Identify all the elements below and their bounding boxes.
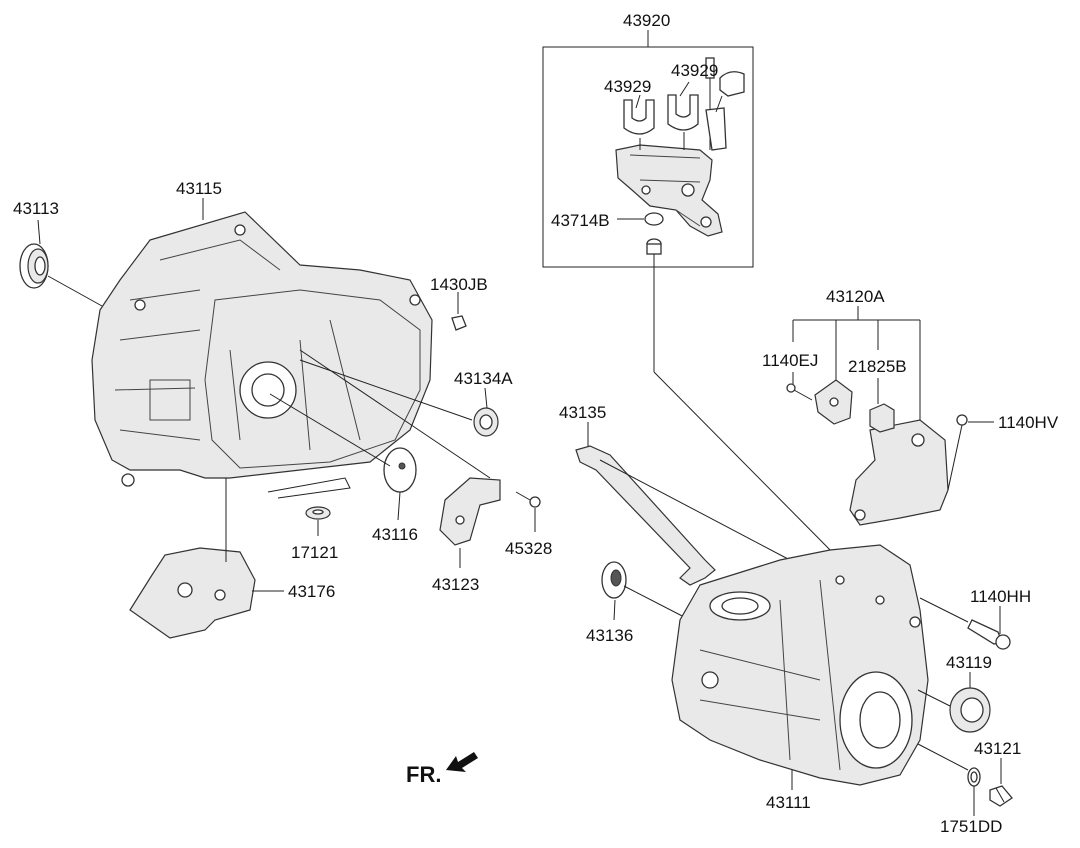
label-43135: 43135	[559, 403, 606, 422]
part-plate-43116	[383, 447, 417, 493]
part-labels: 43920 43929 43929 43714B 43115 43113 143…	[13, 11, 1059, 836]
label-43121: 43121	[974, 739, 1021, 758]
label-43134A: 43134A	[454, 369, 513, 388]
label-43176: 43176	[288, 582, 335, 601]
label-43113: 43113	[13, 199, 59, 218]
label-17121: 17121	[291, 543, 338, 562]
part-bolt-1140HH	[967, 619, 1011, 650]
part-transmission-case-43111	[671, 544, 929, 786]
label-1751DD: 1751DD	[940, 817, 1002, 836]
part-seal-43119	[949, 687, 991, 733]
label-43111: 43111	[766, 793, 811, 812]
bracket-leader-43120A	[792, 306, 921, 420]
part-bolt-1140EJ	[786, 383, 813, 401]
label-43929-upper: 43929	[671, 61, 718, 80]
label-43120A: 43120A	[826, 287, 885, 306]
part-seal-43136	[601, 561, 627, 599]
part-damper-plate	[814, 379, 853, 425]
inset-box-43920	[542, 30, 754, 268]
label-1140HH: 1140HH	[970, 587, 1031, 606]
part-cover-43123	[439, 477, 501, 546]
label-21825B: 21825B	[848, 357, 907, 376]
part-clutch-housing-43115	[91, 211, 433, 487]
label-1430JB: 1430JB	[430, 275, 488, 294]
label-43123: 43123	[432, 575, 479, 594]
label-43929-lower: 43929	[604, 77, 651, 96]
label-43136: 43136	[586, 626, 633, 645]
label-43116: 43116	[372, 525, 418, 544]
part-oil-seal-43113	[19, 243, 49, 289]
label-1140HV: 1140HV	[998, 413, 1059, 432]
part-mount-bracket-43176	[129, 547, 256, 639]
part-bolt-1140HV	[947, 414, 968, 491]
label-1140EJ: 1140EJ	[762, 351, 818, 370]
label-45328: 45328	[505, 539, 552, 558]
front-direction-arrow-icon	[446, 752, 478, 772]
part-mount-bracket-43120A	[849, 419, 949, 526]
part-washer-17121	[305, 506, 331, 520]
part-shift-bracket-43920	[615, 57, 745, 255]
part-oil-seal-43134A	[473, 407, 499, 437]
part-bolt-45328	[515, 491, 541, 508]
part-plug-43121	[989, 785, 1013, 807]
front-direction-label: FR.	[406, 762, 441, 787]
part-rubber-21825B	[869, 403, 895, 433]
part-dowel-pin-1430JB	[451, 315, 467, 331]
label-43115: 43115	[176, 179, 222, 198]
label-43920: 43920	[623, 11, 670, 30]
part-washer-1751DD	[967, 767, 981, 787]
part-rail-43135	[575, 445, 716, 586]
label-43714B: 43714B	[551, 211, 610, 230]
label-43119: 43119	[946, 653, 992, 672]
